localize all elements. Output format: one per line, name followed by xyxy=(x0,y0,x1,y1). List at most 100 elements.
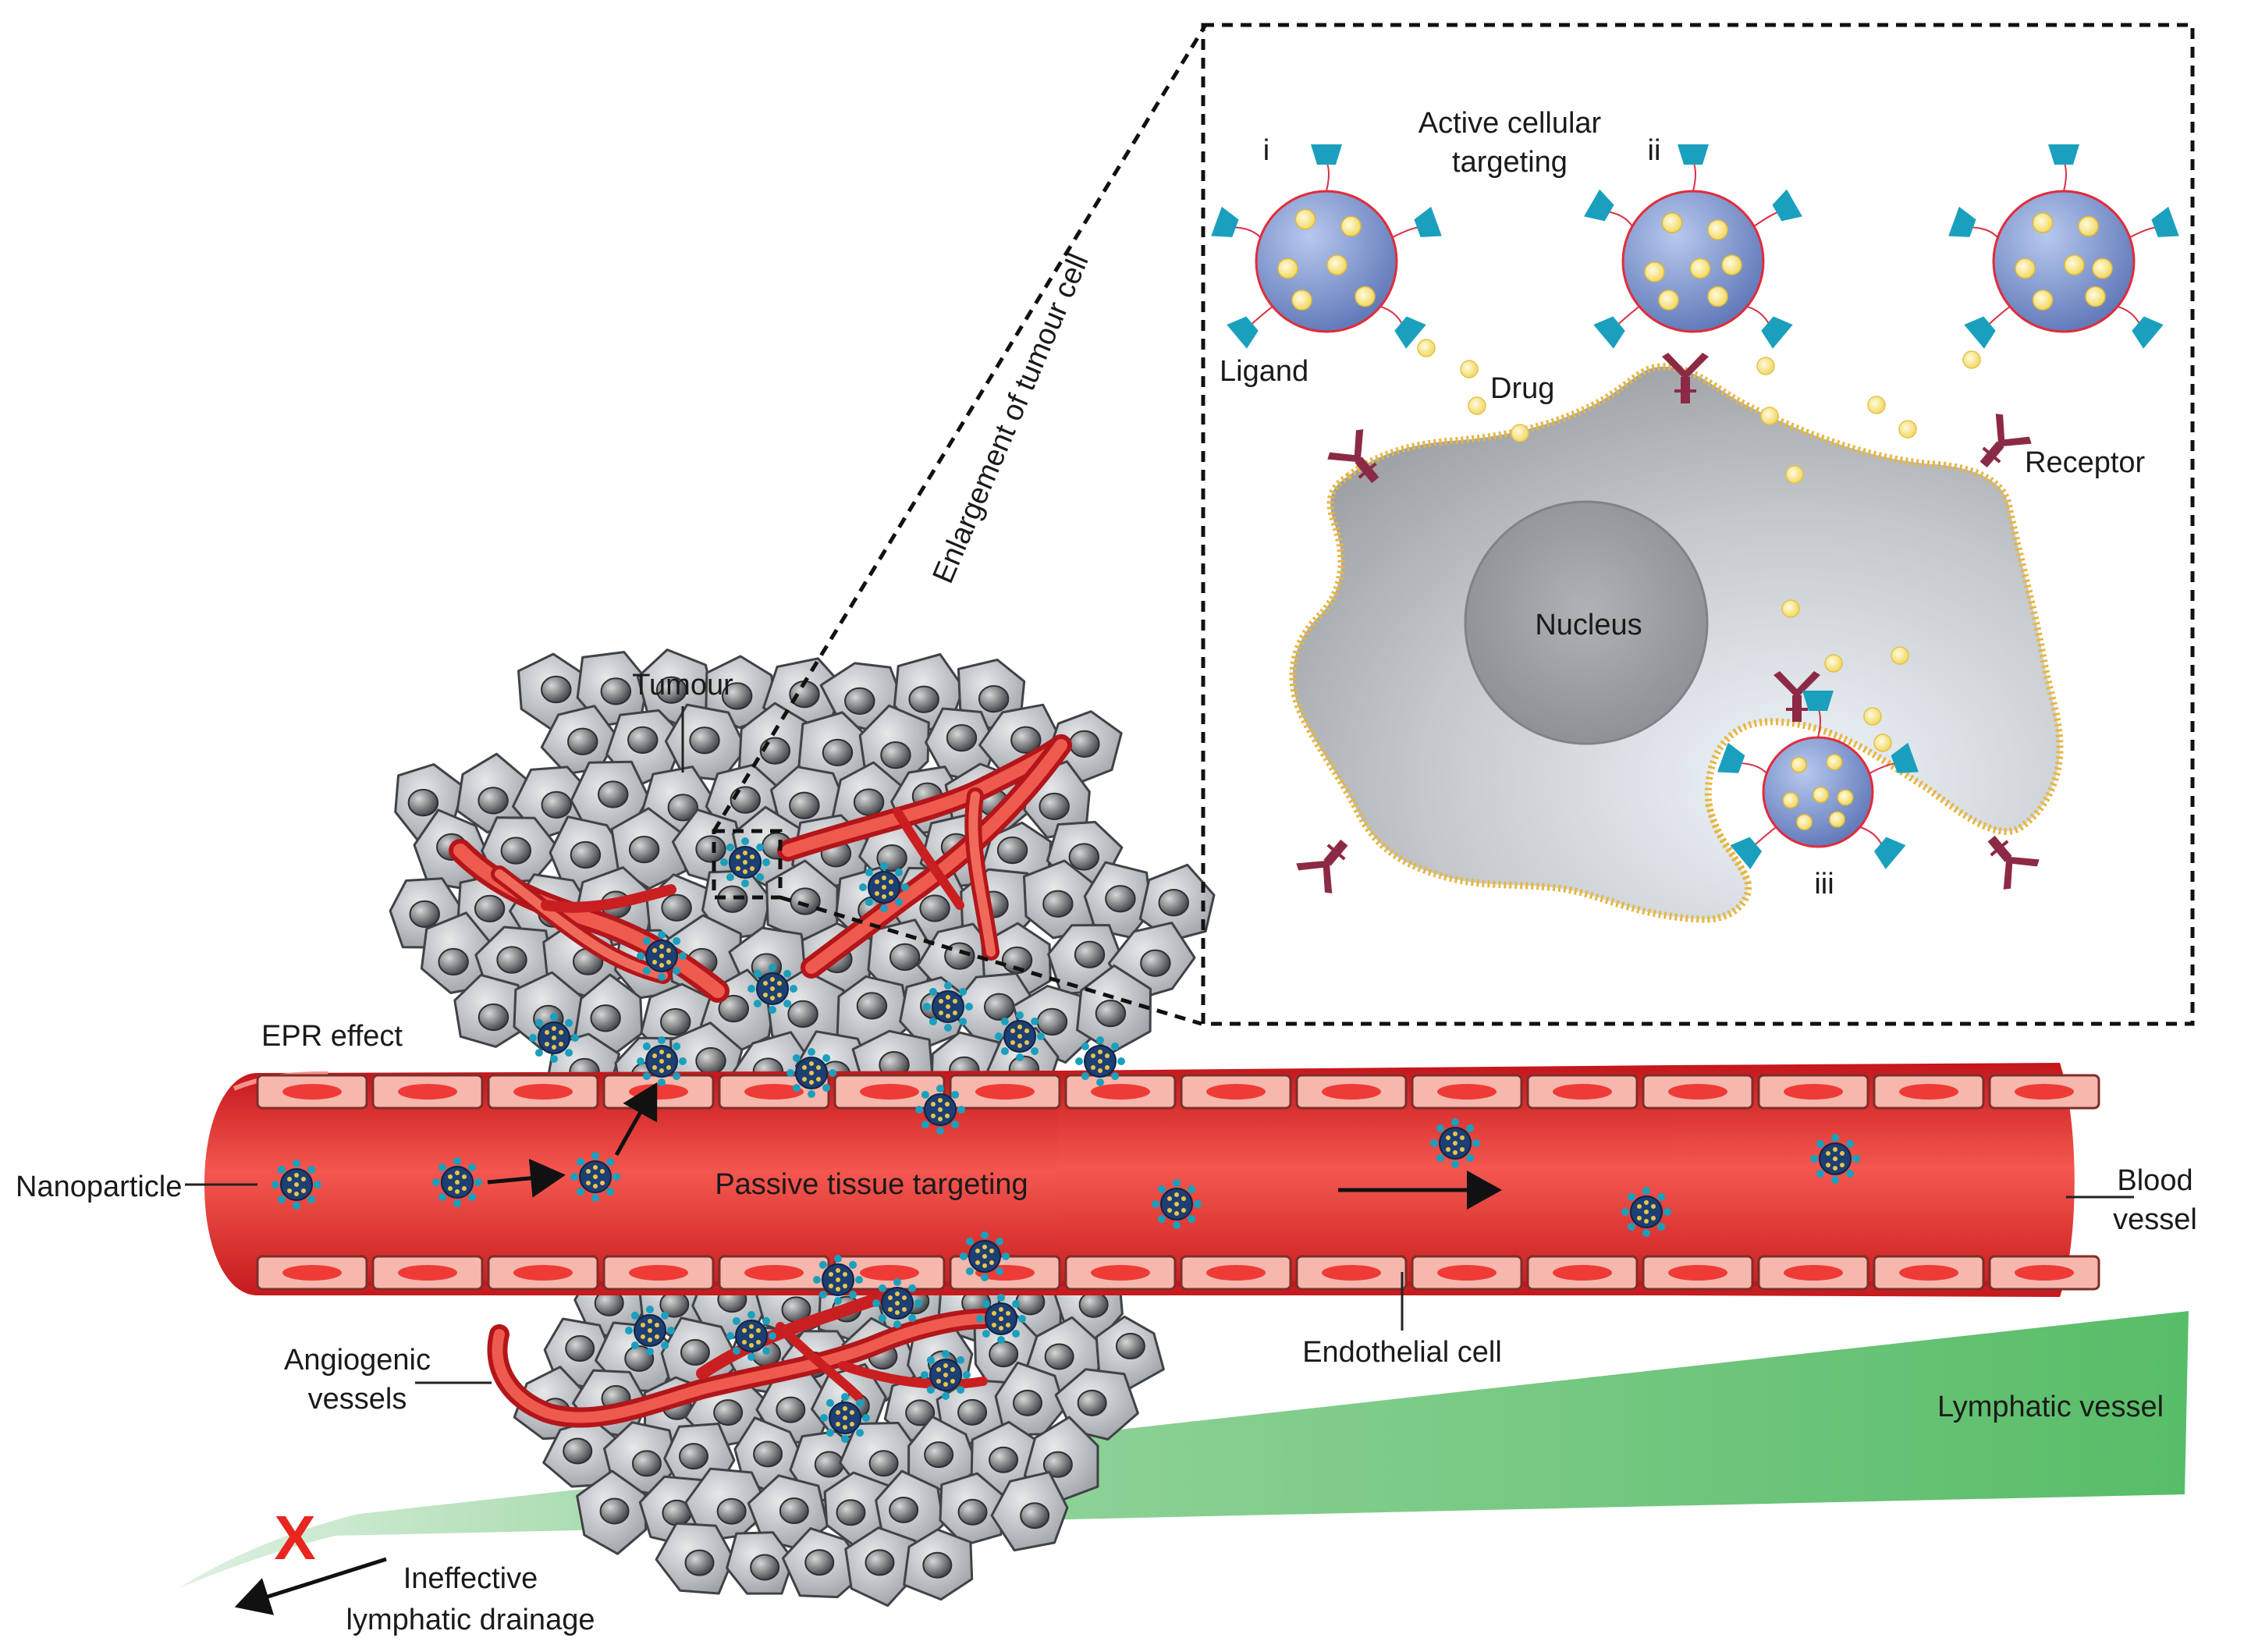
ligand-label: Ligand xyxy=(1220,355,1308,388)
cell-nucleus xyxy=(919,894,950,922)
cell-nucleus xyxy=(570,840,602,869)
roman-iii-label: iii xyxy=(1814,868,1834,901)
cell-nucleus xyxy=(1068,843,1100,871)
endothelial-cell xyxy=(1873,1255,1985,1291)
cell-nucleus xyxy=(713,1399,744,1426)
targeted-nanoparticle xyxy=(1211,144,1442,349)
endothelial-cell xyxy=(1988,1255,2100,1291)
ligand xyxy=(1873,837,1906,869)
endothelial-cell xyxy=(1526,1074,1639,1110)
cell-nucleus xyxy=(1044,1343,1074,1370)
drug-particle xyxy=(1785,465,1804,484)
cell-nucleus xyxy=(989,1446,1019,1473)
cell-nucleus xyxy=(695,835,726,863)
drainage-arrow xyxy=(234,1557,387,1615)
cell-nucleus xyxy=(889,943,921,972)
cell-nucleus xyxy=(790,887,821,915)
blood-vessel xyxy=(204,1063,2075,1297)
tumour-cell xyxy=(903,1528,974,1601)
nanoparticle xyxy=(1621,1187,1671,1237)
drug-particle xyxy=(1760,407,1779,425)
receptor xyxy=(1296,839,1348,894)
receptors xyxy=(1296,353,2040,894)
cell-nucleus xyxy=(787,1000,818,1029)
endothelial-row-bottom xyxy=(256,1255,2100,1291)
cell-nucleus xyxy=(409,900,440,929)
endothelial-cell xyxy=(487,1074,599,1110)
cell-nucleus xyxy=(695,1046,726,1075)
cell-nucleus xyxy=(631,1450,662,1477)
tumour-cell xyxy=(765,859,839,941)
tumour-cell xyxy=(1054,1368,1139,1441)
cell-nucleus xyxy=(438,947,469,976)
passive-targeting-label: Passive tissue targeting xyxy=(715,1168,1028,1201)
cell-nucleus xyxy=(563,1437,593,1465)
endothelial-cell xyxy=(1757,1074,1869,1110)
cell-nucleus xyxy=(478,787,509,815)
cell-nucleus xyxy=(660,1007,691,1036)
ligand xyxy=(1311,144,1342,165)
cell-nucleus xyxy=(680,1339,710,1366)
receptor xyxy=(1987,835,2040,890)
cell-nucleus xyxy=(868,1450,899,1477)
endothelial-cell xyxy=(1411,1255,1523,1291)
nanoparticle xyxy=(915,1085,965,1135)
ligand xyxy=(1584,189,1614,222)
cell-nucleus xyxy=(844,687,875,716)
cell-nucleus xyxy=(983,993,1015,1021)
nucleus-label: Nucleus xyxy=(1535,609,1642,641)
nanoparticle xyxy=(960,1231,1010,1281)
ligand xyxy=(1414,206,1442,237)
cell-nucleus xyxy=(944,942,975,970)
angiogenic-vessels-upper xyxy=(449,734,1072,1003)
cell-nucleus xyxy=(822,738,854,767)
cell-nucleus xyxy=(1036,1007,1068,1036)
tumour-cell xyxy=(994,1361,1066,1437)
cell-nucleus xyxy=(1042,890,1074,918)
targeted-nanoparticle xyxy=(1717,691,1919,869)
drug-particle xyxy=(1891,646,1909,665)
endothelial-cell xyxy=(1642,1255,1754,1291)
nanoparticle xyxy=(432,1157,482,1207)
targeted-nanoparticle xyxy=(1584,144,1802,349)
ligand xyxy=(1964,316,1996,349)
epr-effect-label: EPR effect xyxy=(261,1020,403,1053)
cell-nucleus xyxy=(804,1549,835,1576)
cell-nucleus xyxy=(600,677,632,705)
cell-nucleus xyxy=(853,788,885,816)
endothelial-cell-label: Endothelial cell xyxy=(1302,1336,1502,1369)
tumour-cell xyxy=(939,1472,1007,1547)
cell-nucleus xyxy=(753,1441,783,1468)
enlargement-label: Enlargement of tumour cell xyxy=(927,249,1095,588)
cell-nucleus xyxy=(924,1441,954,1469)
inset-enlarged-tumour-cell xyxy=(1289,363,2064,923)
cell-nucleus xyxy=(541,675,572,704)
nanoparticle xyxy=(859,862,909,912)
endothelial-cell xyxy=(371,1074,484,1110)
nanoparticle xyxy=(272,1160,321,1210)
endothelial-cell xyxy=(1295,1074,1408,1110)
endothelial-cell xyxy=(371,1255,484,1291)
active-targeting-label-2: targeting xyxy=(1452,146,1568,179)
cell-nucleus xyxy=(978,684,1010,713)
endothelial-cell xyxy=(1757,1255,1869,1291)
cell-nucleus xyxy=(655,676,687,704)
ineffective-label-2: lymphatic drainage xyxy=(346,1604,595,1636)
ligand xyxy=(1802,691,1834,711)
nanoparticle xyxy=(720,837,770,887)
blood-vessel-label-1: Blood xyxy=(2117,1164,2193,1197)
endothelial-cell xyxy=(1295,1255,1408,1291)
cell-nucleus xyxy=(908,685,939,713)
nanoparticle xyxy=(995,1011,1045,1061)
leader-lines xyxy=(185,706,2134,1384)
tumour-cell xyxy=(603,1421,679,1495)
roman-i-label: i xyxy=(1263,134,1269,167)
cell-nucleus xyxy=(718,994,750,1023)
nanoparticle xyxy=(637,931,687,981)
drug-label: Drug xyxy=(1490,372,1554,405)
nanoparticle xyxy=(570,1152,620,1202)
endothelial-cell xyxy=(1180,1074,1292,1110)
ligand xyxy=(1761,316,1793,349)
cell-nucleus xyxy=(989,1341,1019,1368)
